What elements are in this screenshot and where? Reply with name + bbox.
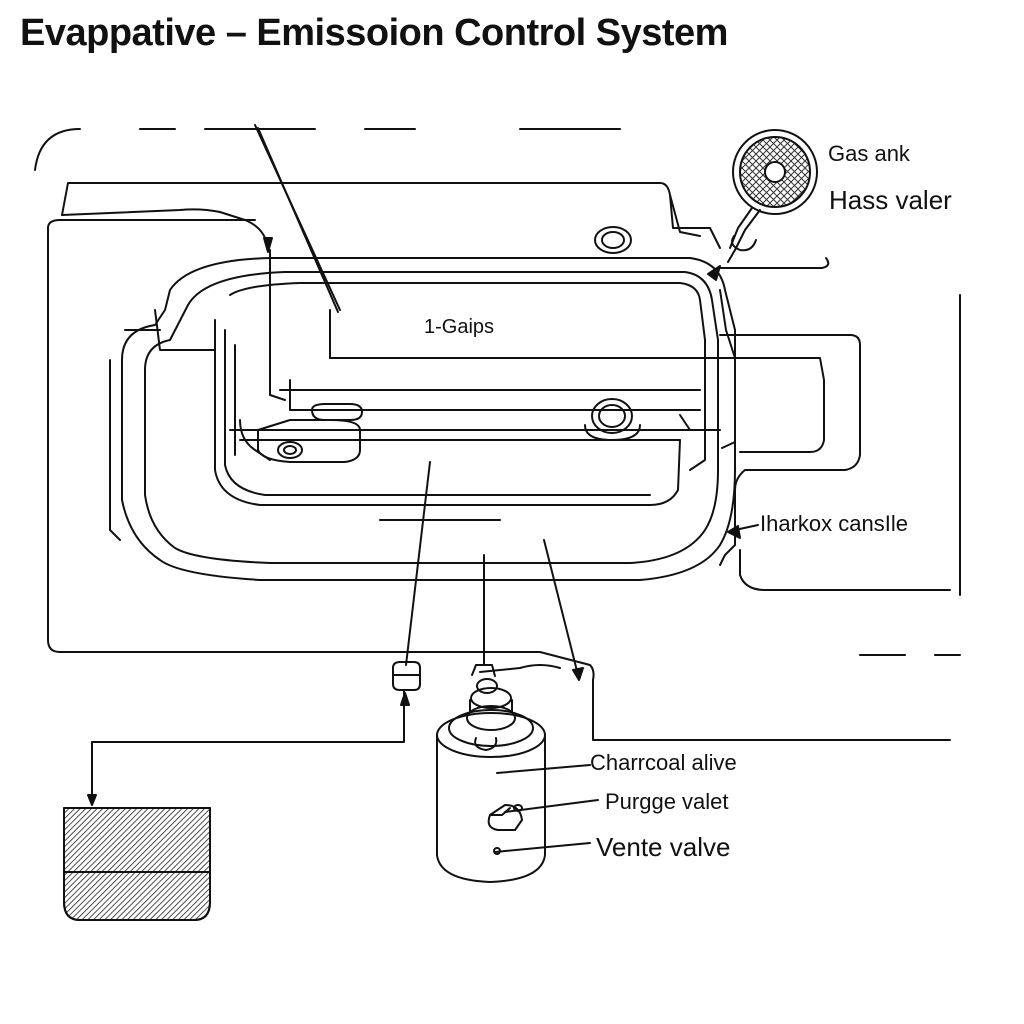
label-charcoal: Charrcoal alive: [590, 750, 737, 775]
outer-frame: [34, 128, 81, 171]
enclosure-outline: [47, 219, 541, 653]
flow-arrows: [87, 237, 741, 806]
label-leaders: [494, 524, 759, 853]
label-charkox-canister: Iharkox cansIle: [760, 511, 908, 536]
label-gas-tank: Gas ank: [828, 141, 910, 166]
hoses: [61, 124, 951, 801]
connector-fitting: [392, 661, 421, 691]
pressure-gauge: [727, 129, 818, 263]
fuel-reservoir: [63, 807, 211, 921]
tank-fittings: [239, 226, 641, 463]
label-gaips: 1-Gaips: [424, 316, 495, 338]
label-vent-valve: Vente valve: [596, 832, 731, 862]
label-hass-valve: Hass valer: [829, 185, 952, 215]
label-purge-valve: Purgge valet: [605, 789, 729, 814]
frame-top-dashes: [139, 128, 961, 656]
diagram-title: Evappative – Emissoion Control System: [20, 12, 728, 54]
fuel-tank: [109, 257, 951, 591]
charcoal-canister: [436, 664, 546, 883]
